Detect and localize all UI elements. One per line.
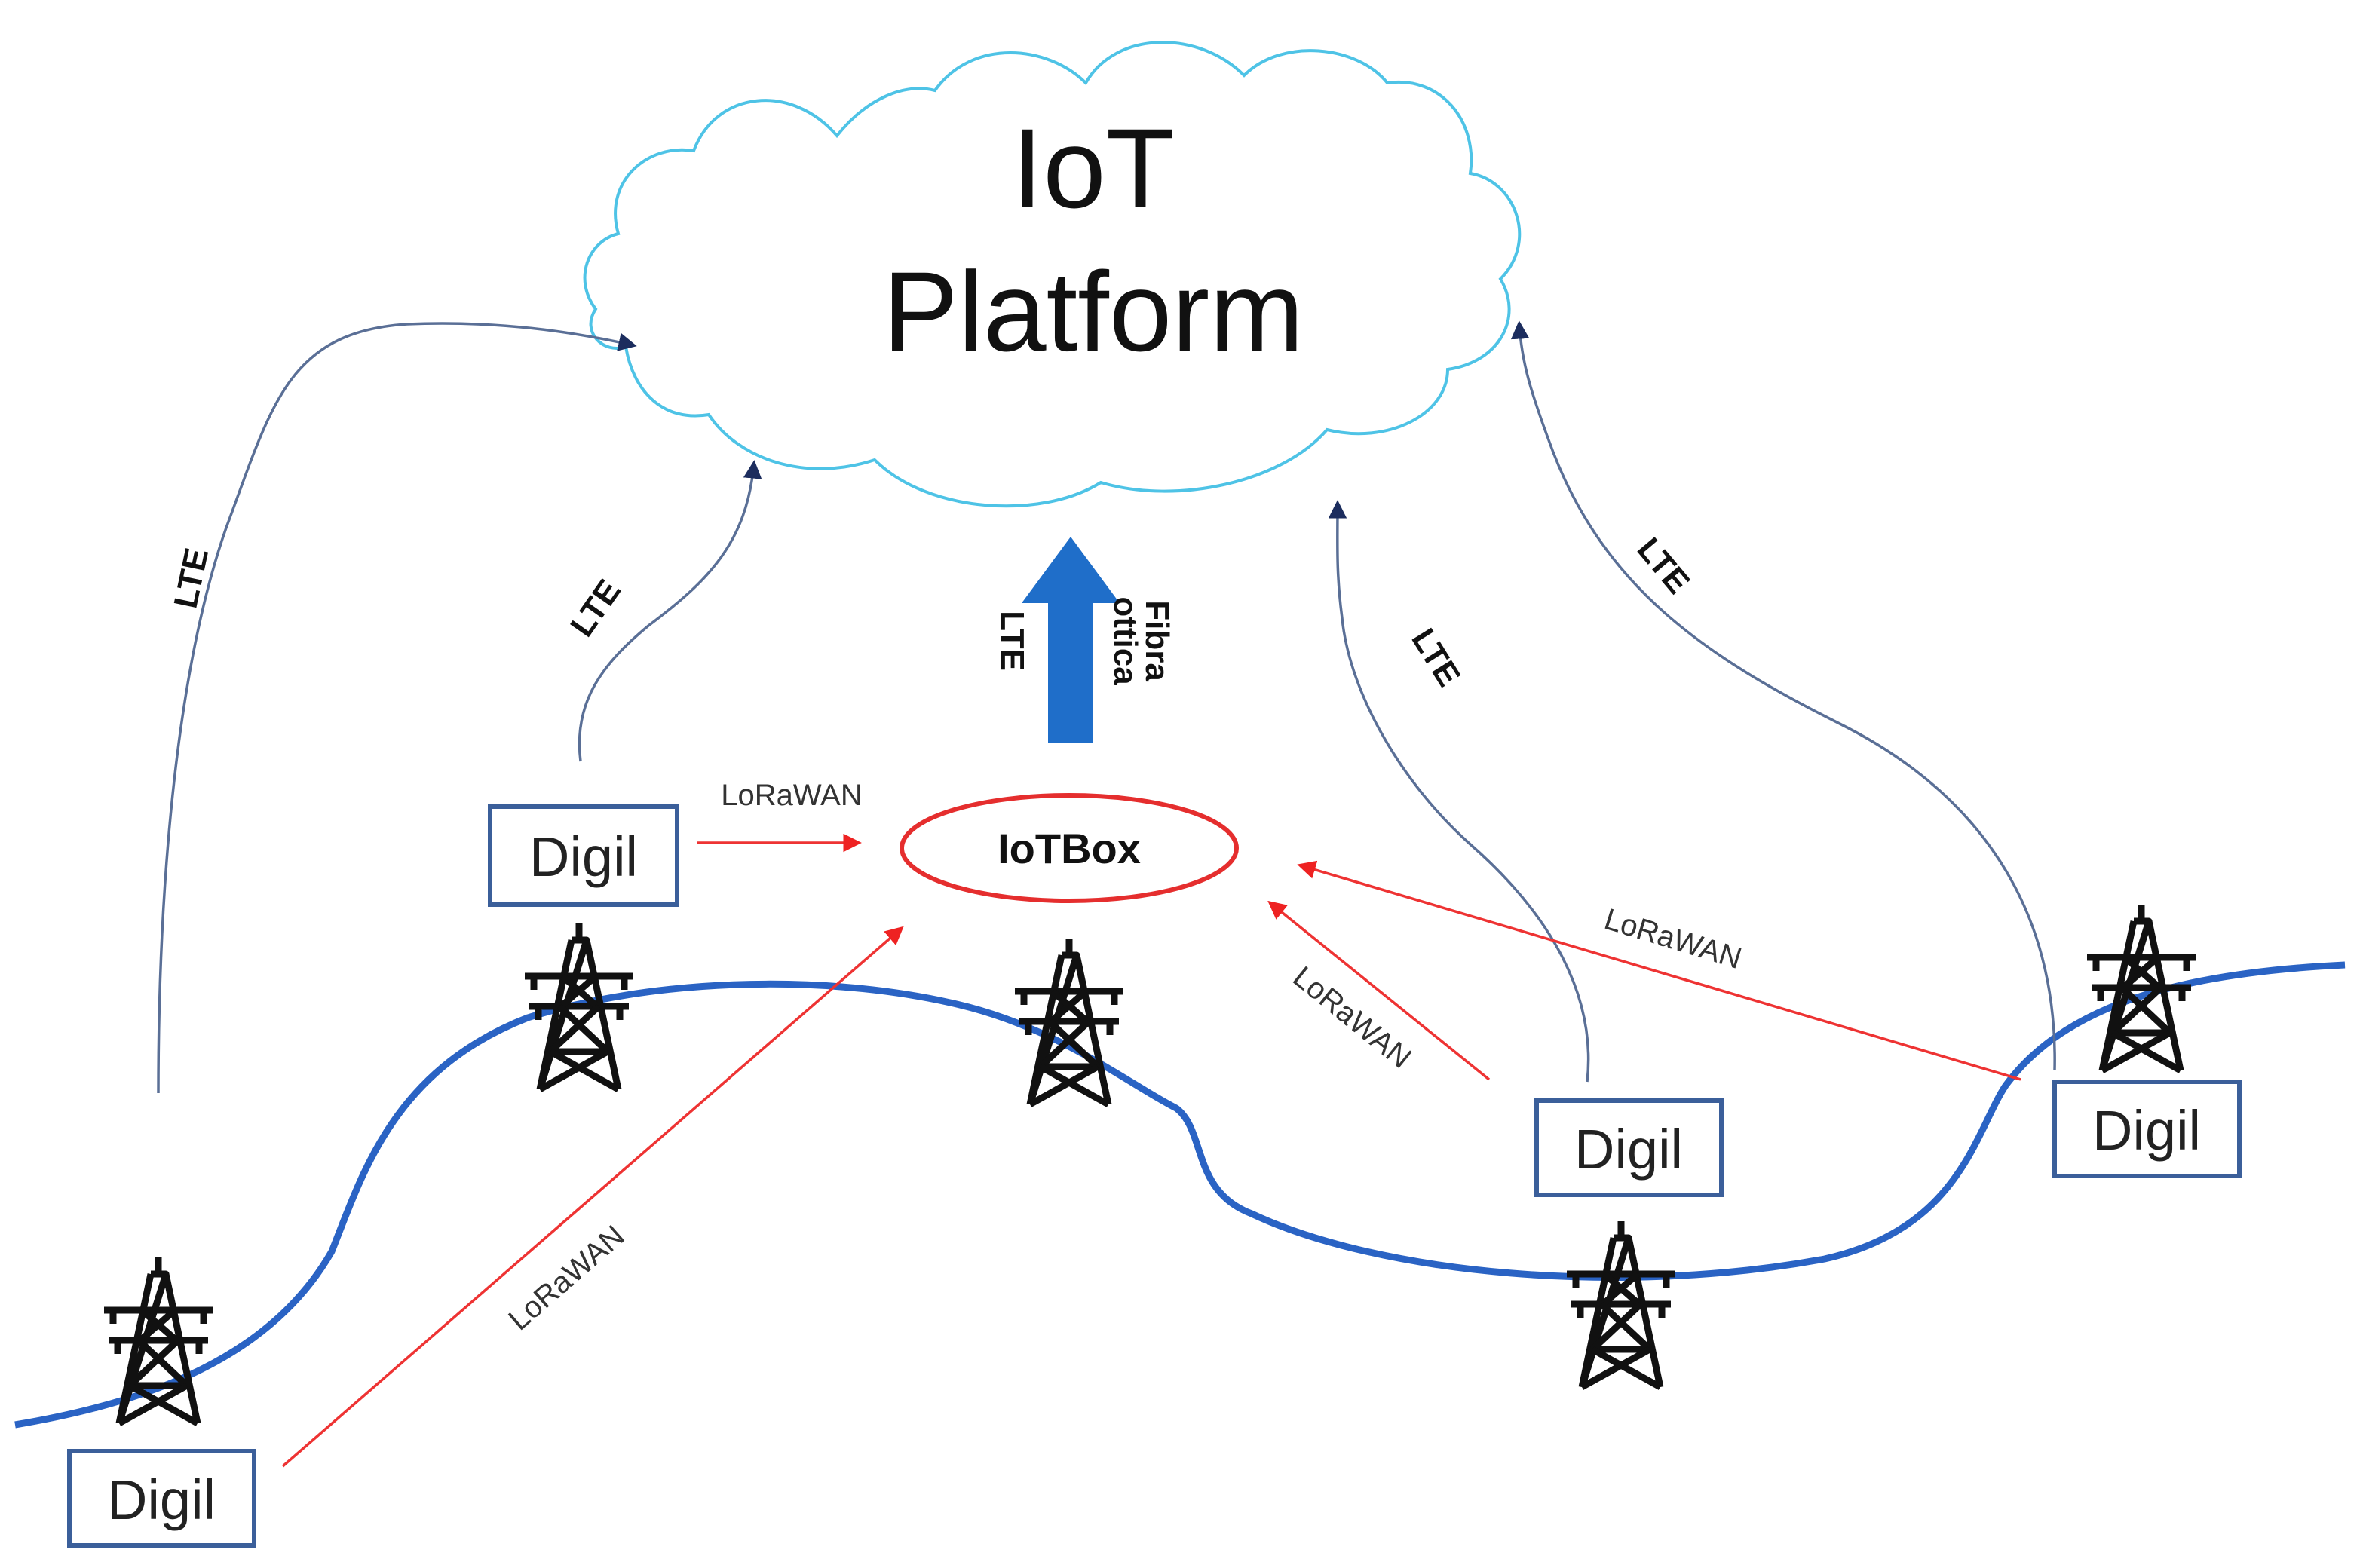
transmission-tower-icon bbox=[1015, 939, 1123, 1104]
lora-link-2 bbox=[281, 926, 904, 1468]
backbone-fiber-label-line2: ottica bbox=[1107, 596, 1144, 685]
transmission-tower-icon bbox=[2087, 905, 2196, 1070]
lora-link-4 bbox=[1297, 860, 2021, 1081]
digil-node-3: Digil bbox=[1534, 1098, 1724, 1197]
lte-link-1 bbox=[157, 322, 637, 1094]
lora-link-3 bbox=[1267, 900, 1491, 1081]
cloud-title-line2: Platform bbox=[883, 248, 1304, 375]
backbone-fiber-label-line1: Fibra bbox=[1139, 600, 1175, 681]
digil-node-4: Digil bbox=[2052, 1080, 2242, 1178]
digil-node-1-label: Digil bbox=[529, 825, 638, 888]
transmission-tower-icon bbox=[1567, 1221, 1675, 1387]
terrain-line bbox=[14, 961, 2346, 1429]
cloud-title-line1: IoT bbox=[1012, 105, 1175, 231]
lora-link-3-label: LoRaWAN bbox=[1286, 960, 1417, 1075]
transmission-tower-icon bbox=[525, 923, 633, 1089]
lte-link-1-label: LTE bbox=[167, 545, 216, 611]
digil-node-1: Digil bbox=[488, 804, 679, 907]
cloud-icon bbox=[583, 41, 1522, 508]
backbone-lte-label: LTE bbox=[994, 611, 1031, 671]
digil-node-2-label: Digil bbox=[107, 1468, 216, 1531]
lte-link-2-label: LTE bbox=[563, 573, 628, 644]
lora-link-2-label: LoRaWAN bbox=[502, 1219, 630, 1337]
digil-node-4-label: Digil bbox=[2092, 1099, 2201, 1162]
iotbox-hub bbox=[900, 793, 1239, 903]
lte-link-4 bbox=[1510, 320, 2056, 1071]
arrow-up-icon bbox=[1022, 537, 1120, 743]
digil-node-3-label: Digil bbox=[1574, 1118, 1683, 1181]
lora-link-1-label: LoRaWAN bbox=[721, 779, 862, 812]
lte-link-3-label: LTE bbox=[1404, 622, 1467, 693]
lora-link-4-label: LoRaWAN bbox=[1601, 902, 1745, 975]
lte-link-3 bbox=[1328, 500, 1590, 1083]
lte-link-2 bbox=[578, 460, 762, 762]
iotbox-label: IoTBox bbox=[998, 825, 1141, 872]
digil-node-2: Digil bbox=[67, 1449, 256, 1548]
